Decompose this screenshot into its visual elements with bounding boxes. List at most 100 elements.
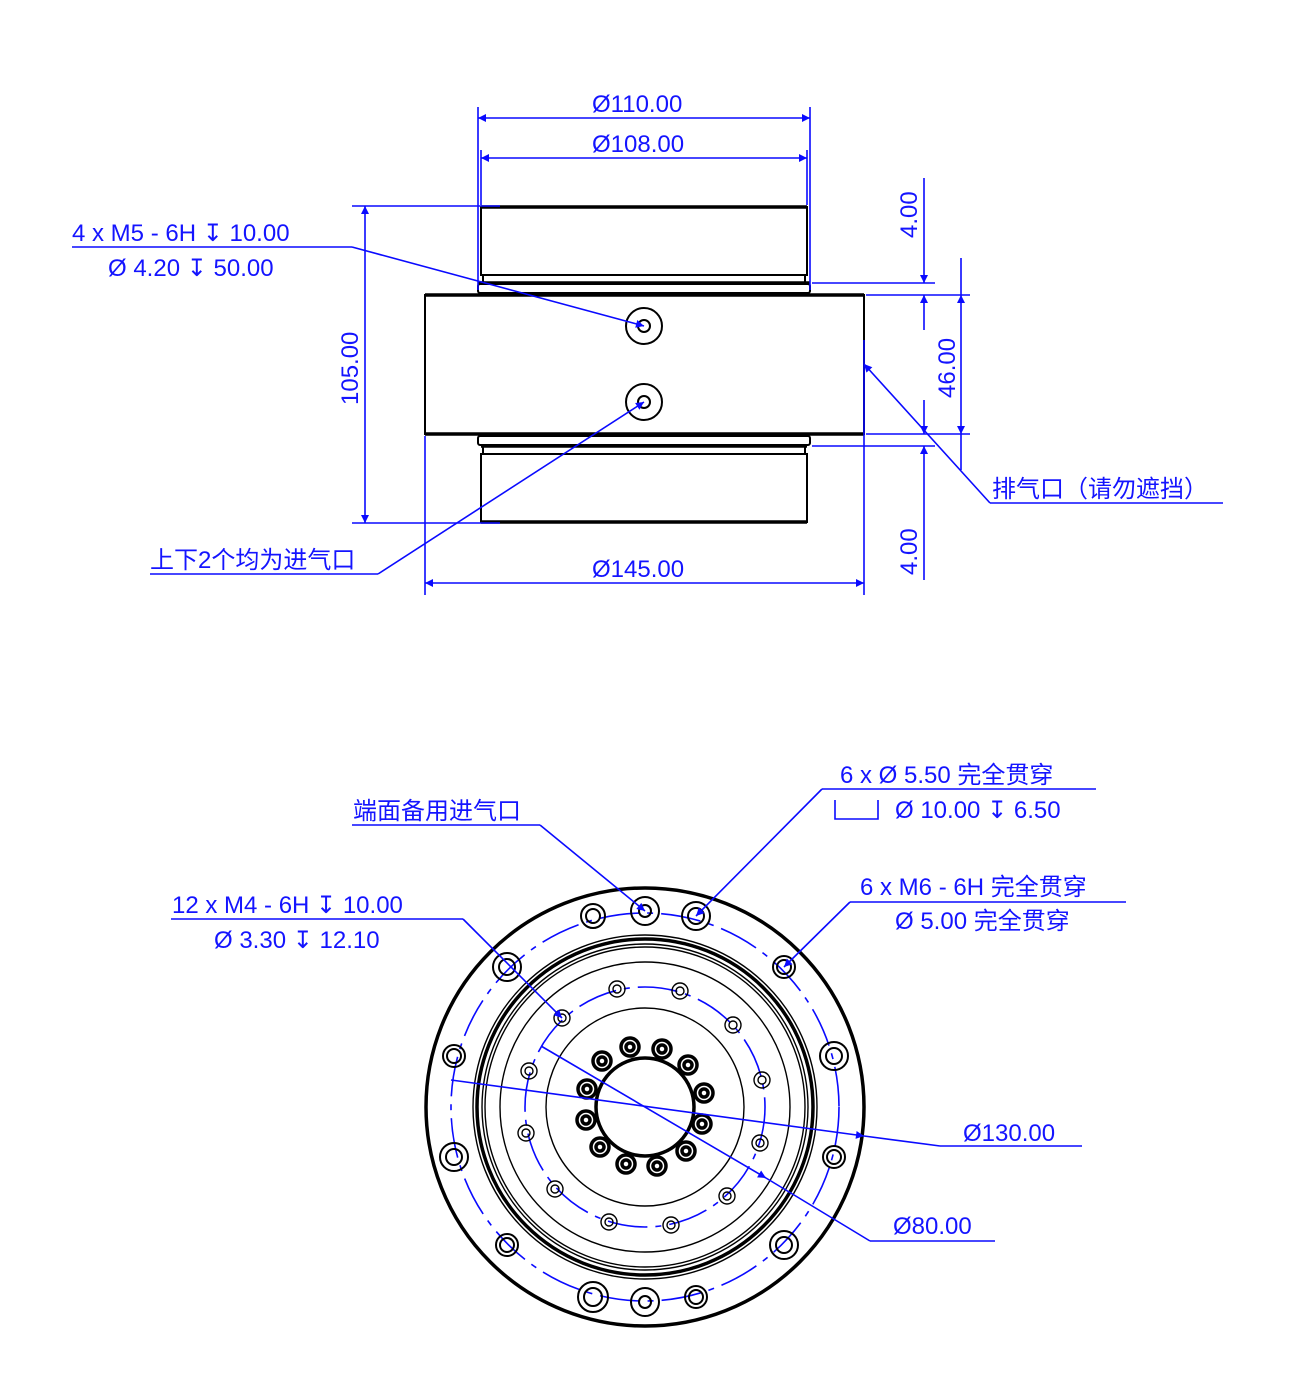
dim-gap-top: 4.00 [896,191,923,238]
m4-hole [718,1187,736,1205]
m4-hole [604,1217,614,1227]
m4-hole [675,986,685,996]
dim-dia-130: Ø130.00 [963,1120,1055,1147]
flange-hole [498,958,516,976]
center-bolt-hole [651,1038,673,1060]
flange-hole [638,1295,652,1309]
center-bolt-hole [656,1043,668,1055]
flange-hole [775,1236,793,1254]
center-bolt-hole [696,1118,708,1130]
flange-hole [630,896,660,926]
m4-hole [546,1180,564,1198]
flange-hole [638,904,652,918]
flange-hole [439,1142,469,1172]
flange-hole [445,1148,463,1166]
center-bolt-hole [615,1153,637,1175]
center-bolt-hole [651,1160,663,1172]
exhaust-note: 排气口（请勿遮挡） [992,476,1208,503]
center-bolt-hole [575,1109,597,1131]
bolt-circle-80 [524,986,766,1228]
center-bolt-hole [691,1113,713,1135]
m4-hole [751,1134,769,1152]
center-bolt-hole [576,1078,598,1100]
m4-hole [728,1020,738,1030]
flange-hole [630,1287,660,1317]
flange-hole [495,1233,519,1257]
inlet-note: 上下2个均为进气口 [150,547,355,574]
center-bolt-hole [580,1114,592,1126]
flange-hole [442,1044,466,1068]
flange-hole [825,1047,843,1065]
end-view-outline [424,886,866,1328]
m4-hole [524,1066,534,1076]
flange-hole [822,1145,846,1169]
flange-hole [583,1287,603,1307]
flange-hole [492,952,522,982]
lower-inlet-hole [625,383,663,421]
side-view: Ø110.00 Ø108.00 105.00 4.00 46.00 [72,91,1223,595]
through-hole-note-line1: 6 x Ø 5.50 完全贯穿 [840,762,1053,789]
center-bolt-hole [675,1140,697,1162]
center-bolt-hole [581,1083,593,1095]
center-bolt-hole [591,1050,613,1072]
m4-hole [666,1220,676,1230]
side-view-dimensions: Ø110.00 Ø108.00 105.00 4.00 46.00 [72,91,1223,595]
thread-m5-note-line1: 4 x M5 - 6H ↧ 10.00 [72,220,290,247]
center-bolt-hole [682,1059,694,1071]
center-bolt-hole [620,1158,632,1170]
dim-dia-110: Ø110.00 [592,91,682,118]
m4-hole [550,1184,560,1194]
m4-hole [521,1128,531,1138]
flange-hole [688,1289,704,1305]
m4-hole [557,1013,567,1023]
flange-hole [446,1048,462,1064]
center-bolt-hole [596,1055,608,1067]
m4-hole [612,984,622,994]
m4-hole [520,1062,538,1080]
center-bolt-hole [693,1082,715,1104]
dim-gap-bottom: 4.00 [896,528,923,575]
center-bolt-hole [624,1041,636,1053]
dim-dia-80: Ø80.00 [893,1213,972,1240]
flange-hole [772,955,796,979]
flange-hole [826,1149,842,1165]
m4-hole [608,980,626,998]
flange-hole [819,1041,849,1071]
center-bolt-hole [698,1087,710,1099]
m4-hole [553,1009,571,1027]
end-view-holes [439,896,849,1317]
end-view-dimensions: 端面备用进气口 6 x Ø 5.50 完全贯穿 Ø 10.00 ↧ 6.50 6… [171,762,1126,1242]
bolt-circle-130 [450,912,840,1302]
end-view: 端面备用进气口 6 x Ø 5.50 完全贯穿 Ø 10.00 ↧ 6.50 6… [171,762,1126,1328]
dim-dia-108: Ø108.00 [592,131,684,158]
flange-hole [684,1285,708,1309]
flange-hole [580,903,606,929]
counterbore-icon [834,800,879,820]
flange-hole [499,1237,515,1253]
upper-inlet-hole [625,307,663,345]
through-hole-note-line2: Ø 10.00 ↧ 6.50 [895,797,1061,824]
m4-hole [722,1191,732,1201]
flange-hole [681,901,711,931]
center-bolt-hole [589,1136,611,1158]
dim-height-46: 46.00 [934,338,961,398]
m4-hole [755,1138,765,1148]
flange-hole [776,959,792,975]
thread-m4-note-line1: 12 x M4 - 6H ↧ 10.00 [172,892,403,919]
center-bolt-hole [680,1145,692,1157]
center-bolt-hole [619,1036,641,1058]
center-bolt-hole [594,1141,606,1153]
m4-hole [753,1071,771,1089]
m4-hole [600,1213,618,1231]
m4-hole [517,1124,535,1142]
thread-m6-note-line1: 6 x M6 - 6H 完全贯穿 [860,874,1087,901]
center-bolt-hole [677,1054,699,1076]
side-view-outline [424,205,865,524]
m4-hole [671,982,689,1000]
thread-m6-note-line2: Ø 5.00 完全贯穿 [895,908,1070,935]
center-bolt-hole [646,1155,668,1177]
flange-hole [585,908,601,924]
flange-hole [577,1281,609,1313]
flange-hole [769,1230,799,1260]
